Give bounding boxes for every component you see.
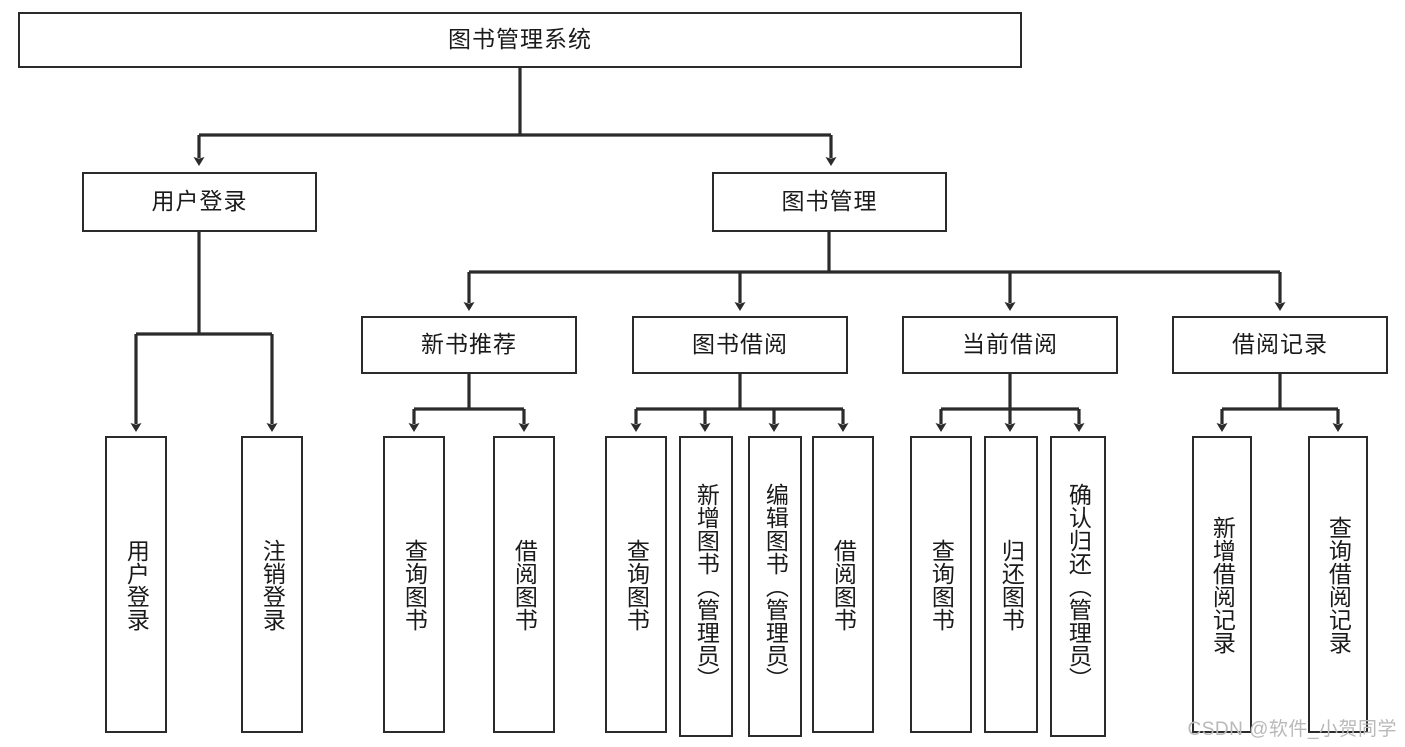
- leaf-query-book-3[interactable]: 查询图书: [910, 436, 972, 733]
- node-user-login-label: 用户登录: [151, 188, 248, 215]
- leaf-add-book[interactable]: 新增图书（管理员）: [679, 436, 733, 737]
- leaf-add-record-label: 新增借阅记录: [1209, 515, 1236, 654]
- leaf-confirm-return-label: 确认归还（管理员）: [1065, 483, 1092, 690]
- leaf-add-record[interactable]: 新增借阅记录: [1192, 436, 1252, 733]
- node-root[interactable]: 图书管理系统: [18, 12, 1022, 68]
- node-book-borrow-label: 图书借阅: [692, 331, 788, 358]
- leaf-query-book-1-label: 查询图书: [401, 538, 428, 631]
- leaf-user-login[interactable]: 用户登录: [105, 436, 167, 733]
- node-user-login[interactable]: 用户登录: [82, 172, 317, 232]
- leaf-query-book-2-label: 查询图书: [623, 538, 650, 631]
- leaf-user-login-label: 用户登录: [123, 538, 150, 631]
- leaf-return-book[interactable]: 归还图书: [984, 436, 1038, 733]
- node-current-borrow[interactable]: 当前借阅: [902, 316, 1118, 374]
- leaf-return-book-label: 归还图书: [998, 538, 1025, 631]
- node-current-borrow-label: 当前借阅: [962, 331, 1058, 358]
- node-book-manage[interactable]: 图书管理: [712, 172, 947, 232]
- node-new-book-rec-label: 新书推荐: [421, 331, 517, 358]
- node-book-manage-label: 图书管理: [781, 188, 878, 215]
- leaf-query-record-label: 查询借阅记录: [1325, 515, 1352, 654]
- leaf-query-book-2[interactable]: 查询图书: [605, 436, 667, 733]
- leaf-edit-book-label: 编辑图书（管理员）: [762, 483, 789, 690]
- node-root-label: 图书管理系统: [448, 26, 592, 53]
- leaf-confirm-return[interactable]: 确认归还（管理员）: [1050, 436, 1106, 737]
- leaf-logout-label: 注销登录: [259, 538, 286, 631]
- leaf-query-book-1[interactable]: 查询图书: [383, 436, 445, 733]
- leaf-logout[interactable]: 注销登录: [241, 436, 303, 733]
- leaf-borrow-book-1-label: 借阅图书: [511, 538, 538, 631]
- leaf-borrow-book-2-label: 借阅图书: [830, 538, 857, 631]
- leaf-query-record[interactable]: 查询借阅记录: [1308, 436, 1368, 733]
- node-borrow-record[interactable]: 借阅记录: [1172, 316, 1388, 374]
- node-book-borrow[interactable]: 图书借阅: [632, 316, 848, 374]
- node-borrow-record-label: 借阅记录: [1232, 331, 1328, 358]
- leaf-edit-book[interactable]: 编辑图书（管理员）: [748, 436, 802, 737]
- watermark-text: CSDN @软件_小贺同学: [1187, 719, 1397, 740]
- leaf-borrow-book-1[interactable]: 借阅图书: [493, 436, 555, 733]
- leaf-query-book-3-label: 查询图书: [928, 538, 955, 631]
- leaf-add-book-label: 新增图书（管理员）: [693, 483, 720, 690]
- node-new-book-rec[interactable]: 新书推荐: [361, 316, 577, 374]
- leaf-borrow-book-2[interactable]: 借阅图书: [812, 436, 874, 733]
